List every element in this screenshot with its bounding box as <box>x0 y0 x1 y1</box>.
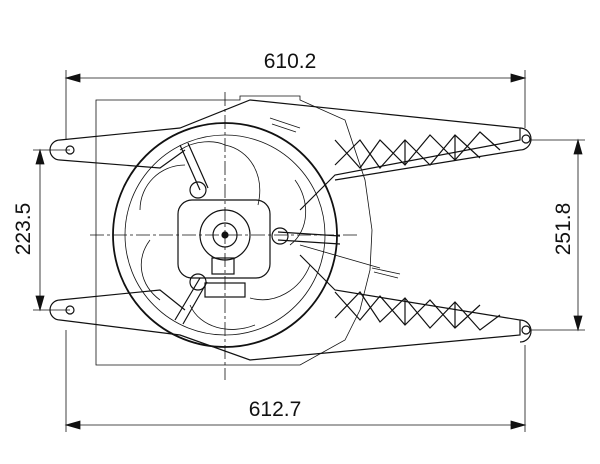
shroud-plate <box>95 95 373 366</box>
dimension-top <box>64 70 527 140</box>
fan-blades <box>139 141 311 330</box>
dimension-right <box>530 138 585 332</box>
dim-top-width: 610.2 <box>264 50 317 73</box>
dim-right-height: 251.8 <box>552 203 575 256</box>
part-label-marks <box>269 117 401 279</box>
dim-bottom-width: 612.7 <box>249 398 302 421</box>
motor-hub <box>177 181 289 298</box>
dim-left-height: 223.5 <box>12 203 35 256</box>
upper-bracket-arm <box>49 99 532 211</box>
dimension-bottom <box>64 330 527 432</box>
centerlines <box>90 92 360 380</box>
dimension-left <box>33 148 70 312</box>
lower-bracket-arm <box>49 254 532 361</box>
